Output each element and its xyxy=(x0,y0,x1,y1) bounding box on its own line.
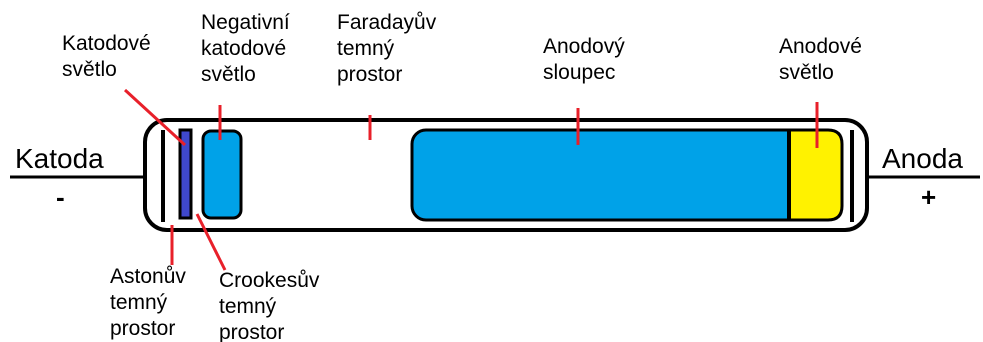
label-crookes-line-2: temný xyxy=(219,295,277,318)
label-anode-glow-line-1: Anodové xyxy=(779,35,862,58)
label-positive-column-line-2: sloupec xyxy=(543,61,615,84)
anode-glow-layer xyxy=(787,128,844,222)
label-anode-glow: Anodové světlo xyxy=(779,35,868,84)
anode-label: Anoda xyxy=(882,143,963,174)
label-aston-line-2: temný xyxy=(110,291,168,314)
label-negative-glow-line-3: světlo xyxy=(201,63,256,86)
label-crookes-line-1: Crookesův xyxy=(219,269,320,292)
label-faraday-dark-space: Faradayův temný prostor xyxy=(337,11,442,86)
label-positive-column-line-1: Anodový xyxy=(543,35,625,58)
negative-glow-layer xyxy=(201,129,243,220)
label-negative-glow-line-2: katodové xyxy=(201,37,286,60)
label-aston-dark-space: Astonův temný prostor xyxy=(110,265,192,340)
positive-column-layer xyxy=(410,128,814,222)
label-positive-column: Anodový sloupec xyxy=(543,35,631,84)
label-cathode-glow-line-2: světlo xyxy=(62,58,117,81)
label-negative-glow-line-1: Negativní xyxy=(201,11,290,34)
pointer-cathode-glow xyxy=(123,88,187,147)
label-aston-line-3: prostor xyxy=(110,317,175,340)
label-negative-glow: Negativní katodové světlo xyxy=(201,11,296,86)
cathode-glow-layer xyxy=(178,128,193,220)
pointer-crookes-dark-space xyxy=(195,213,227,271)
label-crookes-dark-space: Crookesův temný prostor xyxy=(219,269,325,342)
label-faraday-line-2: temný xyxy=(337,37,395,60)
cathode-sign: - xyxy=(56,182,65,212)
label-aston-line-1: Astonův xyxy=(110,265,186,288)
cathode-label: Katoda xyxy=(15,143,104,174)
label-faraday-line-3: prostor xyxy=(337,63,402,86)
label-crookes-line-3: prostor xyxy=(219,321,284,342)
label-cathode-glow-line-1: Katodové xyxy=(62,32,151,55)
label-faraday-line-1: Faradayův xyxy=(337,11,437,34)
label-anode-glow-line-2: světlo xyxy=(779,61,834,84)
anode-sign: + xyxy=(921,182,936,212)
label-cathode-glow: Katodové světlo xyxy=(62,32,157,81)
